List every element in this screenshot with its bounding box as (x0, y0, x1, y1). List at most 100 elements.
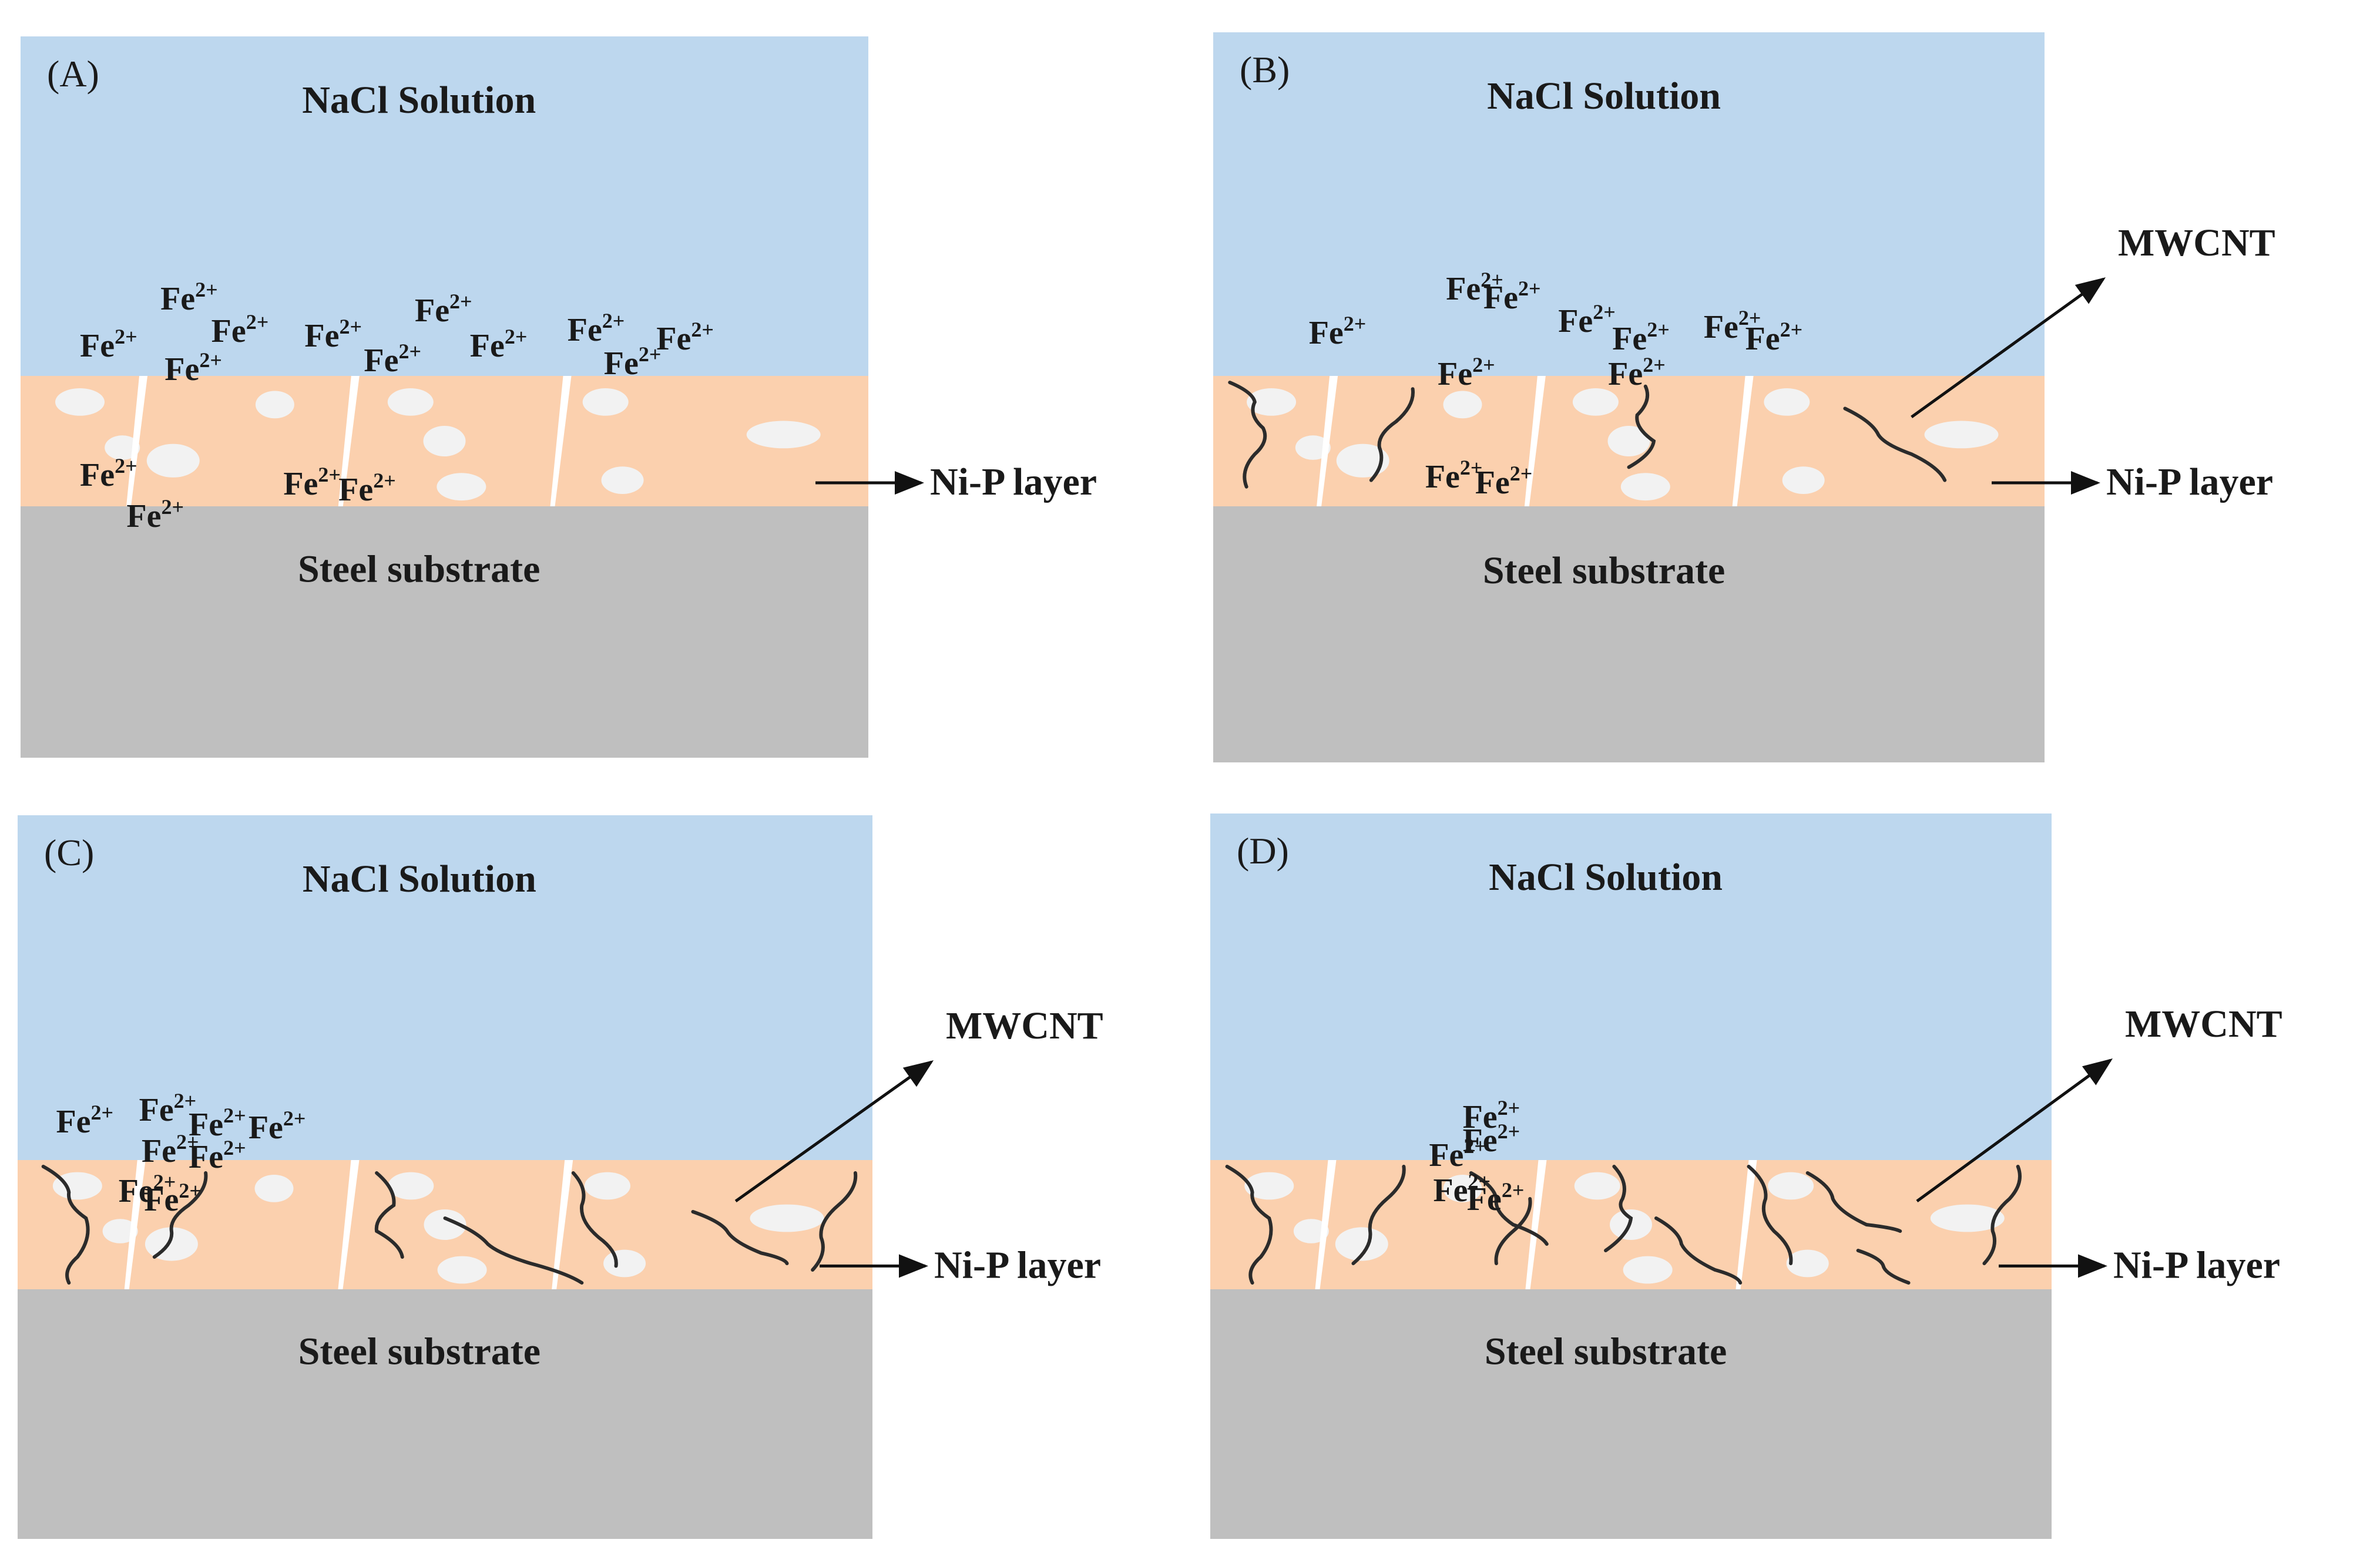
ion-charge: 2+ (505, 325, 528, 348)
steel-substrate-label: Steel substrate (298, 547, 540, 590)
ion-element: Fe (415, 293, 449, 329)
ion-element: Fe (1475, 465, 1510, 501)
micro-crack (1524, 376, 1546, 506)
ion-charge: 2+ (1593, 300, 1616, 324)
fe-ion-label: Fe2+ (470, 325, 528, 364)
fe-ion-label: Fe2+ (189, 1136, 246, 1175)
pore (1924, 421, 1999, 449)
micro-crack (124, 1160, 146, 1289)
ion-element: Fe (1433, 1172, 1468, 1209)
ion-charge: 2+ (115, 454, 137, 478)
micro-crack (1736, 1160, 1757, 1289)
ion-element: Fe (1467, 1181, 1502, 1218)
ion-charge: 2+ (199, 348, 222, 372)
nacl-solution-region (1213, 32, 2045, 376)
mwcnt-tube (1982, 1165, 2022, 1265)
fe-ion-label: Fe2+ (364, 339, 421, 379)
panel-label: (A) (47, 53, 99, 95)
fe-ion-label: Fe2+ (283, 463, 341, 502)
fe-ion-label: Fe2+ (142, 1130, 199, 1169)
steel-substrate-region (1210, 1289, 2052, 1539)
ion-element: Fe (119, 1173, 153, 1209)
fe-ion-label: Fe2+ (1463, 1096, 1520, 1135)
pore (584, 1172, 630, 1200)
mwcnt-tube (443, 1216, 584, 1285)
mwcnt-tube (571, 1171, 618, 1268)
pore (1244, 1172, 1294, 1200)
mwcnt-tube (152, 1171, 208, 1259)
pore (1443, 1175, 1482, 1202)
steel-substrate-label: Steel substrate (1485, 1330, 1727, 1373)
ion-charge: 2+ (1463, 1134, 1486, 1158)
ion-charge: 2+ (246, 310, 269, 334)
ion-element: Fe (144, 1182, 179, 1218)
ion-charge: 2+ (1472, 353, 1495, 377)
pore (255, 391, 294, 419)
mwcnt-tube (374, 1171, 404, 1259)
pore (437, 1256, 487, 1284)
mwcnt-arrow (734, 1060, 934, 1203)
ion-element: Fe (142, 1133, 176, 1169)
micro-crack (552, 1160, 573, 1289)
ion-charge: 2+ (115, 325, 137, 348)
pore (1295, 435, 1331, 460)
ion-charge: 2+ (91, 1101, 114, 1124)
ion-element: Fe (1446, 271, 1481, 307)
fe-ion-label: Fe2+ (139, 1089, 197, 1128)
pore (1335, 1227, 1388, 1261)
fe-ion-label: Fe2+ (304, 315, 362, 354)
ion-element: Fe (1558, 303, 1593, 339)
fe-ion-label: Fe2+ (1612, 318, 1670, 357)
ion-element: Fe (56, 1104, 90, 1140)
micro-crack (550, 376, 572, 506)
ion-element: Fe (568, 312, 602, 348)
nacl-solution-label: NaCl Solution (302, 79, 536, 122)
nacl-solution-label: NaCl Solution (303, 858, 536, 900)
ion-element: Fe (283, 466, 318, 502)
mwcnt-tube (1369, 387, 1415, 482)
fe-ion-label: Fe2+ (212, 310, 269, 349)
ion-element: Fe (470, 328, 505, 364)
fe-ion-label: Fe2+ (1475, 462, 1533, 501)
fe-ion-label: Fe2+ (126, 495, 184, 535)
steel-substrate-label: Steel substrate (1483, 549, 1725, 592)
fe-ion-label: Fe2+ (160, 278, 218, 317)
ion-charge: 2+ (339, 315, 362, 338)
ion-charge: 2+ (318, 463, 341, 486)
ion-element: Fe (656, 321, 691, 357)
mwcnt-arrow (1916, 1058, 2113, 1203)
ion-charge: 2+ (1344, 312, 1367, 335)
ion-charge: 2+ (449, 290, 472, 313)
mwcnt-tube (1225, 1165, 1273, 1285)
ion-element: Fe (1425, 459, 1460, 495)
ion-charge: 2+ (283, 1107, 306, 1130)
micro-crack (1732, 376, 1754, 506)
ion-element: Fe (364, 342, 398, 379)
pore (1336, 443, 1389, 478)
fe-ion-label: Fe2+ (656, 318, 714, 357)
ion-element: Fe (338, 472, 373, 508)
fe-ion-label: Fe2+ (415, 290, 472, 329)
pore (1623, 1256, 1673, 1284)
pore (1247, 388, 1297, 416)
ion-charge: 2+ (176, 1130, 199, 1154)
fe-ion-label: Fe2+ (604, 342, 662, 382)
ni-p-layer-label: Ni-P layer (930, 460, 1097, 503)
ion-charge: 2+ (1780, 318, 1803, 341)
ion-element: Fe (1612, 321, 1647, 357)
fe-ion-label: Fe2+ (1745, 318, 1803, 357)
micro-crack (1525, 1160, 1547, 1289)
pore (1782, 466, 1825, 494)
mwcnt-tube (41, 1165, 90, 1285)
pore (601, 466, 644, 494)
ion-element: Fe (139, 1092, 174, 1128)
mwcnt-tube (1856, 1249, 1911, 1285)
ion-element: Fe (304, 318, 339, 354)
panel-label: (B) (1240, 49, 1290, 90)
mwcnt-tube (691, 1210, 789, 1265)
fe-ion-label: Fe2+ (119, 1170, 176, 1209)
micro-crack (126, 376, 148, 506)
micro-crack (338, 1160, 360, 1289)
mwcnt-tube (1805, 1171, 1902, 1233)
ion-element: Fe (1429, 1137, 1463, 1174)
